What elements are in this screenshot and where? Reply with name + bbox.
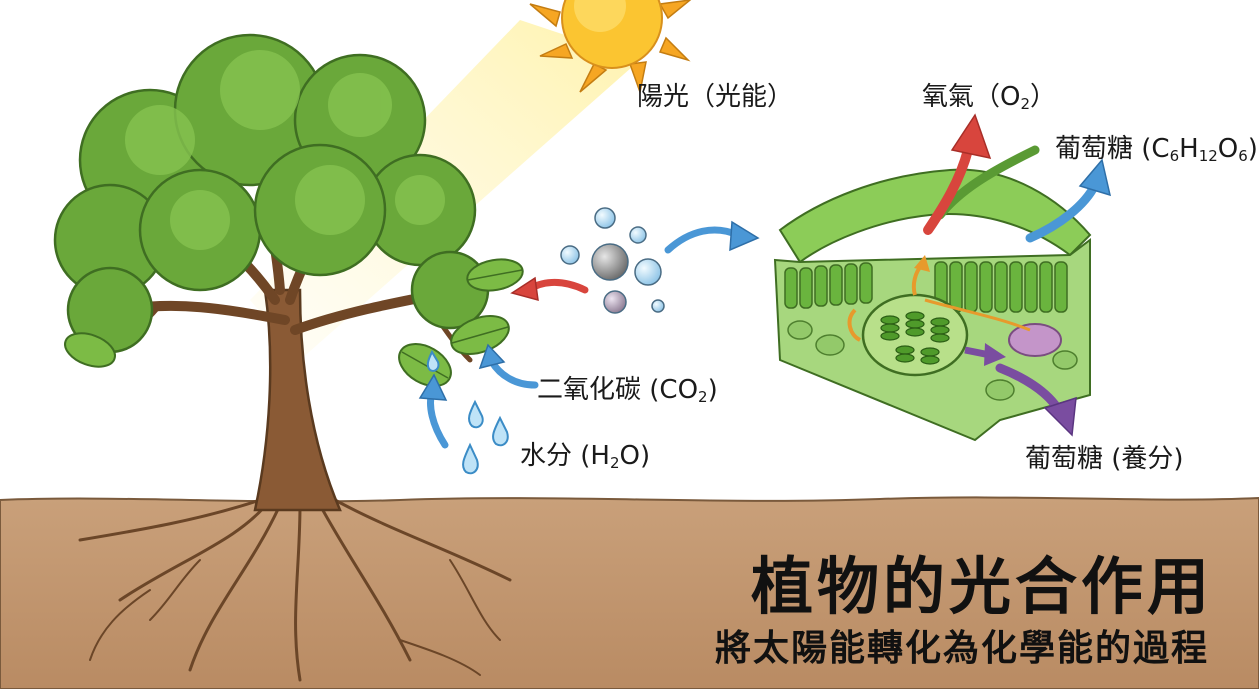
glucose-o: O bbox=[1218, 134, 1238, 164]
sunlight-text: 陽光（光能） bbox=[637, 82, 793, 112]
oxygen-close: ） bbox=[1030, 82, 1056, 112]
sunlight-label: 陽光（光能） bbox=[637, 84, 793, 110]
water-close: O) bbox=[620, 441, 651, 471]
co2-subscript: 2 bbox=[698, 388, 708, 406]
glucose-top-label: 葡萄糖 (C6H12O6) bbox=[1055, 136, 1258, 164]
glucose-o-sub: 6 bbox=[1238, 147, 1248, 165]
co2-text: 二氧化碳 (CO bbox=[537, 375, 698, 405]
co2-label: 二氧化碳 (CO2) bbox=[537, 377, 718, 405]
co2-arrow bbox=[492, 362, 535, 385]
glucose-close: ) bbox=[1248, 134, 1258, 164]
water-label: 水分 (H2O) bbox=[520, 443, 650, 471]
co2-close: ) bbox=[708, 375, 718, 405]
glucose-bottom-label: 葡萄糖 (養分) bbox=[1025, 446, 1184, 472]
glucose-h-sub: 12 bbox=[1199, 147, 1218, 165]
glucose-c-sub: 6 bbox=[1170, 147, 1180, 165]
water-text: 水分 (H bbox=[520, 441, 610, 471]
oxygen-label: 氧氣（O2） bbox=[922, 84, 1056, 112]
water-subscript: 2 bbox=[610, 454, 620, 472]
glucose-h: H bbox=[1179, 134, 1199, 164]
page-title: 植物的光合作用 bbox=[751, 536, 1213, 626]
glucose-top-text: 葡萄糖 (C bbox=[1055, 134, 1170, 164]
oxygen-subscript: 2 bbox=[1020, 95, 1030, 113]
oxygen-text: 氧氣（O bbox=[922, 82, 1020, 112]
page-subtitle: 將太陽能轉化為化學能的過程 bbox=[715, 619, 1209, 671]
molecule-icon bbox=[561, 208, 664, 313]
glucose-bottom-text: 葡萄糖 (養分) bbox=[1025, 444, 1184, 474]
